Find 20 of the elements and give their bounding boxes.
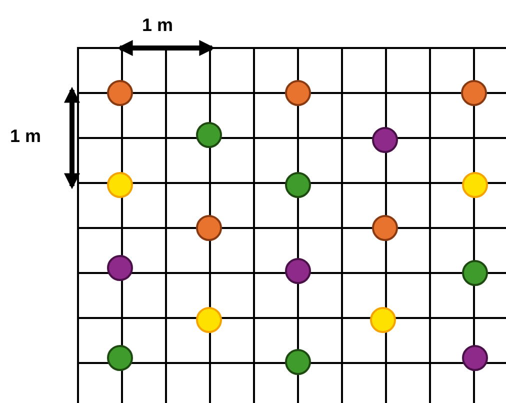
plant-marker [285, 80, 311, 106]
plant-marker [196, 307, 222, 333]
dimension-label: 1 m [142, 15, 174, 36]
plant-marker [285, 349, 311, 375]
plant-marker [107, 345, 133, 371]
plant-marker [107, 80, 133, 106]
plant-marker [196, 215, 222, 241]
plant-marker [285, 258, 311, 284]
plant-marker [196, 122, 222, 148]
plant-marker [107, 172, 133, 198]
plant-marker [461, 80, 487, 106]
dimension-label: 1 m [10, 126, 42, 147]
plant-marker [107, 255, 133, 281]
plant-marker [462, 172, 488, 198]
plant-marker [370, 307, 396, 333]
plant-marker [372, 127, 398, 153]
plant-marker [285, 172, 311, 198]
plant-marker [372, 215, 398, 241]
plant-marker [462, 260, 488, 286]
plant-marker [462, 345, 488, 371]
